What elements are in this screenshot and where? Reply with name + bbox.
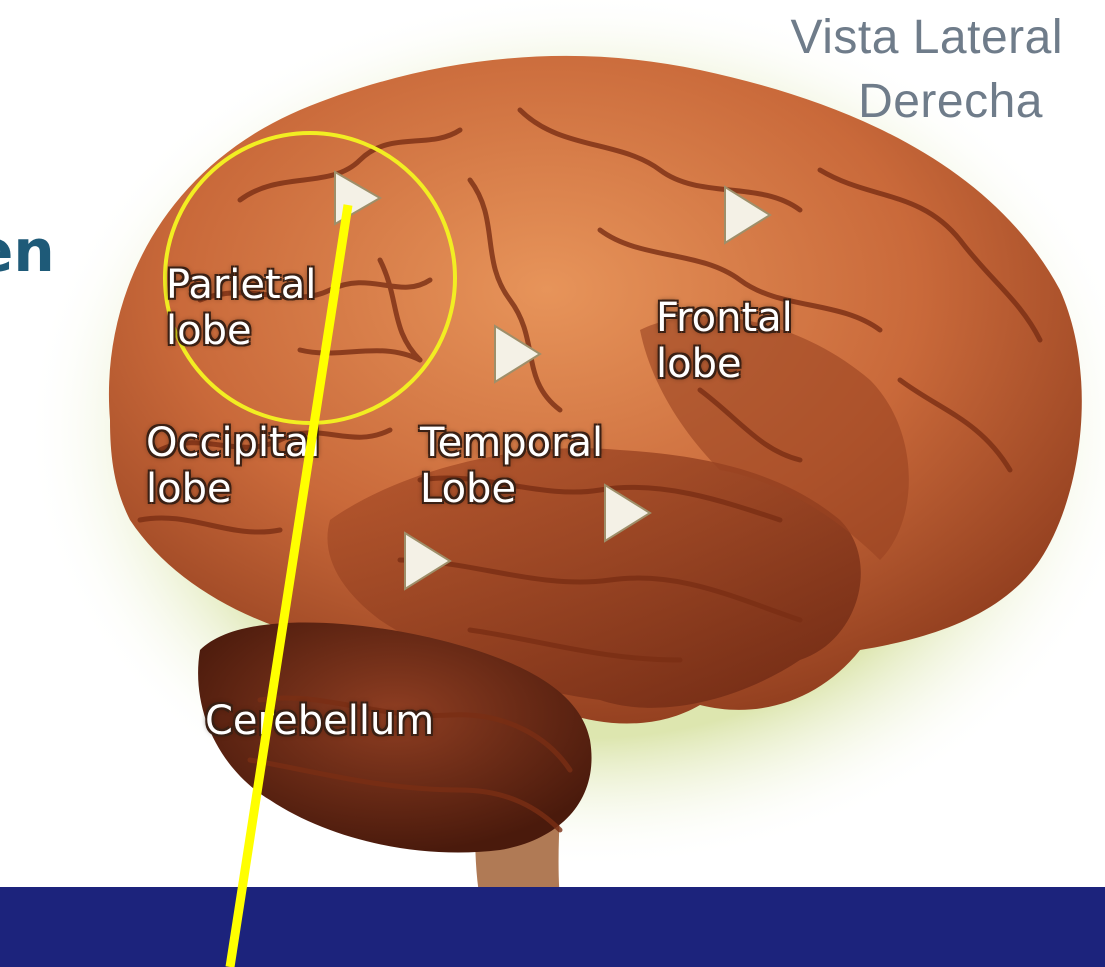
frontal-label-line1: Frontal xyxy=(656,295,793,341)
frontal-label-line2: lobe xyxy=(656,341,793,387)
temporal-lobe-label: Temporal Lobe xyxy=(420,420,603,512)
occipital-lobe-label: Occipital lobe xyxy=(146,420,320,512)
parietal-label-line2: lobe xyxy=(166,308,316,354)
bottom-bar xyxy=(0,887,1105,967)
frontal-lobe-label: Frontal lobe xyxy=(656,295,793,387)
occipital-label-line2: lobe xyxy=(146,466,320,512)
temporal-label-line1: Temporal xyxy=(420,420,603,466)
parietal-label-line1: Parietal xyxy=(166,262,316,308)
cerebellum-label: Cerebellum xyxy=(205,698,434,744)
view-title-line1: Vista Lateral xyxy=(791,14,1063,62)
cerebellum-label-line1: Cerebellum xyxy=(205,698,434,744)
parietal-lobe-label: Parietal lobe xyxy=(166,262,316,354)
view-title-line2: Derecha xyxy=(858,78,1043,126)
occipital-label-line1: Occipital xyxy=(146,420,320,466)
side-text: en xyxy=(0,222,55,280)
temporal-label-line2: Lobe xyxy=(420,466,603,512)
